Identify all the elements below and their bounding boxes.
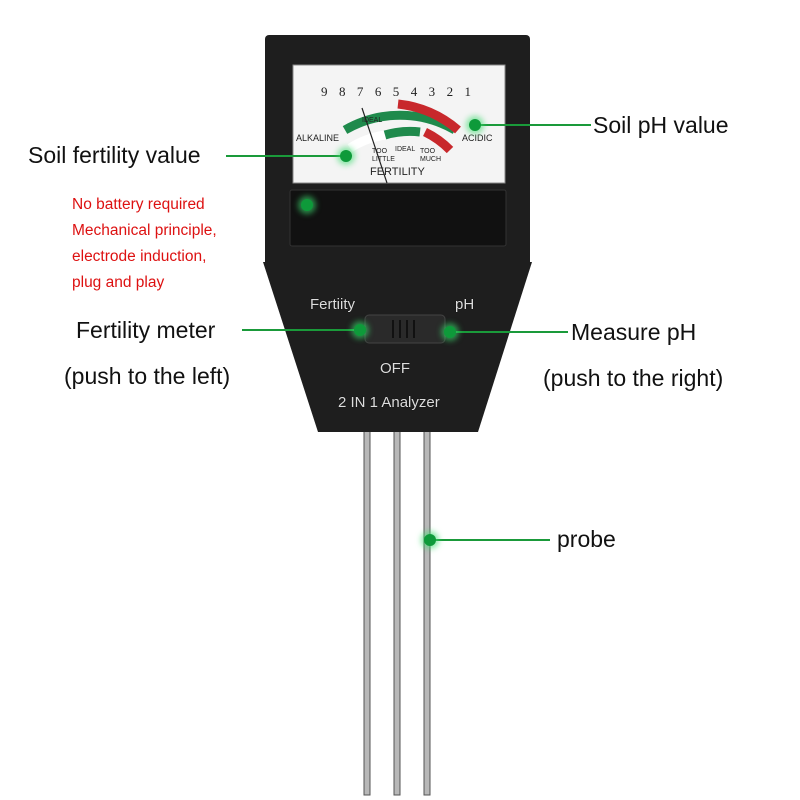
model-label: 2 IN 1 Analyzer: [338, 394, 440, 411]
note-line: plug and play: [72, 274, 165, 291]
ph-tick: 8: [338, 84, 346, 99]
alkaline-label: ALKALINE: [296, 133, 340, 143]
ph-scale: 9 8 7 6 5 4 3 2 1: [321, 84, 471, 100]
note-line: electrode induction,: [72, 248, 207, 265]
ph-tick: 7: [356, 84, 364, 99]
mode-switch: [364, 314, 446, 344]
probe-rod: [363, 424, 371, 796]
probe-rod: [393, 424, 401, 796]
display-panel: [289, 189, 507, 247]
soil-fertility-label: Soil fertility value: [28, 142, 201, 168]
probes: [363, 424, 431, 796]
ph-tick: 1: [464, 84, 472, 99]
push-left-label: (push to the left): [64, 363, 231, 389]
marker-dot: [424, 534, 436, 546]
feature-notes: No battery required Mechanical principle…: [72, 192, 217, 296]
measure-ph-label: Measure pH: [571, 319, 697, 345]
too-little-label: TOO LITTLE: [372, 148, 395, 163]
ph-tick: 5: [392, 84, 400, 99]
meter-needle: [361, 107, 388, 184]
switch-off-label: OFF: [380, 360, 410, 377]
ph-tick: 9: [321, 84, 328, 99]
marker-dot: [340, 150, 352, 162]
leader-line: [226, 155, 346, 157]
ph-tick: 6: [374, 84, 382, 99]
too-much-label: TOO MUCH: [420, 148, 441, 163]
device-lower-body: [263, 262, 532, 432]
ph-tick: 3: [428, 84, 436, 99]
leader-line: [430, 539, 550, 541]
note-line: Mechanical principle,: [72, 222, 217, 239]
switch-ph-label: pH: [455, 296, 475, 313]
note-line: No battery required: [72, 196, 205, 213]
leader-line: [475, 124, 591, 126]
ideal-label: IDEAL: [395, 146, 416, 153]
probe-label: probe: [557, 526, 616, 552]
probe-rod: [423, 424, 431, 796]
marker-dot: [354, 324, 366, 336]
soil-ph-label: Soil pH value: [593, 112, 729, 138]
fertility-meter-label: Fertility meter: [76, 317, 216, 343]
ph-tick: 4: [410, 84, 418, 99]
ph-tick: 2: [446, 84, 454, 99]
marker-dot: [444, 326, 456, 338]
switch-fertility-label: Fertiity: [310, 296, 355, 313]
marker-dot: [469, 119, 481, 131]
push-right-label: (push to the right): [543, 365, 724, 391]
marker-dot: [301, 199, 313, 211]
leader-line: [450, 331, 568, 333]
fertility-label: FERTILITY: [370, 166, 425, 178]
ideal-top-label: IDEAL: [362, 117, 383, 124]
acidic-label: ACIDIC: [462, 133, 493, 143]
leader-line: [242, 329, 360, 331]
